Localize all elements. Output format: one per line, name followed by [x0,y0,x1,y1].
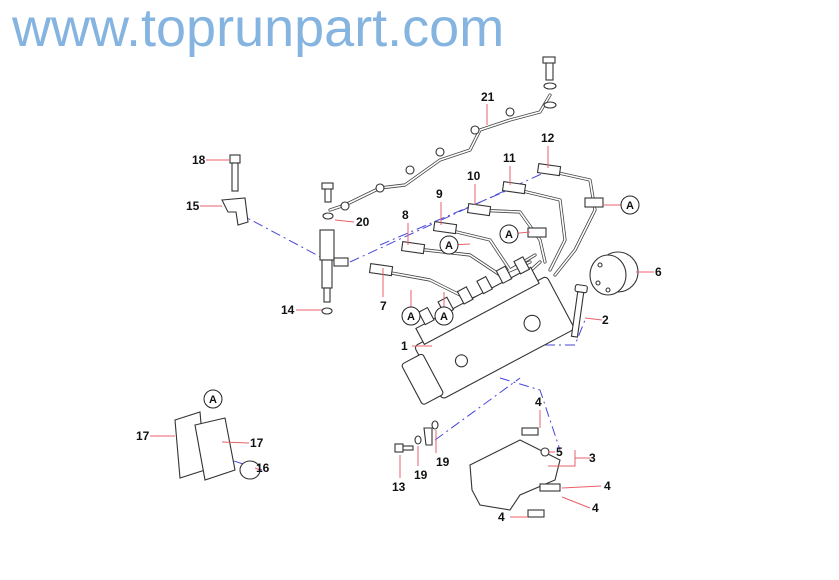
callout-1: 1 [401,339,408,353]
callout-17: 17 [250,436,264,450]
leak-off-pipe [321,56,557,220]
injection-pump [401,256,574,405]
callout-12: 12 [541,131,555,145]
banjo-fittings [394,420,439,453]
leader-line [254,467,261,471]
coupling [589,251,639,296]
leader-line [221,441,250,444]
reference-a-marker: A [439,235,471,255]
callout-17: 17 [136,429,150,443]
reference-label: A [445,240,453,252]
reference-a-marker: A [203,389,223,409]
bolt [570,284,588,338]
callout-14: 14 [281,303,295,317]
callout-4: 4 [498,510,505,524]
callout-11: 11 [503,151,516,165]
callout-2: 2 [602,313,609,327]
leader-line [548,450,576,467]
leader-line [561,485,602,489]
callout-21: 21 [481,90,495,104]
callout-20: 20 [356,215,370,229]
callout-13: 13 [392,480,406,494]
leader-line [334,219,355,223]
injector [319,229,349,315]
insulator-block [174,411,261,481]
callout-4: 4 [535,395,542,409]
leader-line [584,317,603,321]
callout-18: 18 [192,153,206,167]
reference-label: A [505,229,513,241]
watermark: www.toprunpart.com [11,0,504,58]
callout-4: 4 [592,501,599,515]
reference-a-marker: A [603,195,640,215]
callout-15: 15 [186,199,200,213]
leader-line [561,496,591,509]
callout-16: 16 [256,461,270,475]
reference-group: A A A A A A [203,195,640,409]
reference-label: A [209,394,217,406]
callout-19: 19 [436,455,450,469]
reference-label: A [407,311,415,323]
callout-19: 19 [414,468,428,482]
reference-a-marker: A [401,290,421,326]
callout-8: 8 [402,208,409,222]
callout-7: 7 [380,299,387,313]
callout-6: 6 [655,265,662,279]
callout-3: 3 [589,451,596,465]
pump-bracket [469,427,561,518]
callout-10: 10 [467,169,481,183]
reference-label: A [626,200,634,212]
callout-4: 4 [604,479,611,493]
reference-a-marker: A [499,224,531,244]
callout-9: 9 [436,187,443,201]
callout-5: 5 [556,445,563,459]
bolt-and-clamp [221,154,249,226]
reference-a-marker: A [434,292,454,326]
reference-label: A [440,311,448,323]
